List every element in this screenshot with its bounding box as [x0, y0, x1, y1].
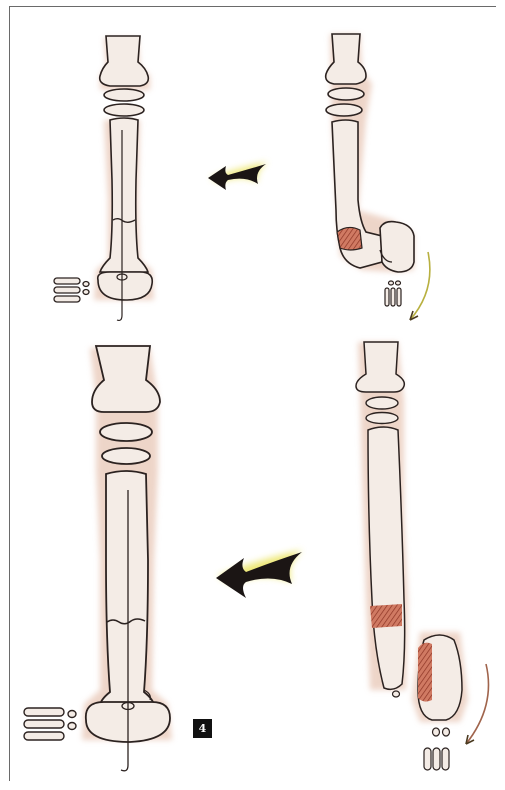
panel-top-left-corrected	[54, 36, 154, 320]
correction-arrow-left-icon	[208, 162, 268, 190]
carpal-bones-left	[54, 278, 89, 302]
sesamoid-upper-2	[102, 448, 150, 464]
carpal-bones-right	[424, 728, 450, 770]
distal-epiphysis	[98, 272, 153, 300]
wire-hook	[121, 765, 128, 771]
sesamoid-upper-2	[326, 104, 362, 116]
carpal-bones-right	[385, 281, 401, 306]
rotation-arrow-icon	[466, 664, 489, 744]
correction-arrow-left-icon	[216, 550, 302, 598]
panel-bottom-right-deformed	[356, 342, 489, 770]
panel-top-right-deformed	[326, 34, 430, 320]
wire-hook	[117, 315, 122, 320]
sesamoid-upper-1	[100, 423, 152, 441]
panel-bottom-left-corrected	[24, 346, 172, 771]
distal-epiphysis-rotated	[380, 222, 414, 272]
long-bone-shaft	[100, 471, 154, 706]
sesamoid-upper-1	[104, 89, 144, 101]
carpal-bones-left	[24, 708, 76, 740]
fracture-zone	[370, 604, 402, 628]
sesamoid-upper-1	[366, 397, 398, 409]
figure-number-label: 4	[193, 719, 212, 738]
sesamoid-upper-2	[366, 413, 398, 424]
distal-tip	[393, 691, 400, 697]
sesamoid-upper-2	[104, 104, 144, 116]
fracture-zone	[418, 643, 432, 702]
fracture-zone	[337, 227, 362, 250]
sesamoid-upper-1	[328, 88, 364, 100]
